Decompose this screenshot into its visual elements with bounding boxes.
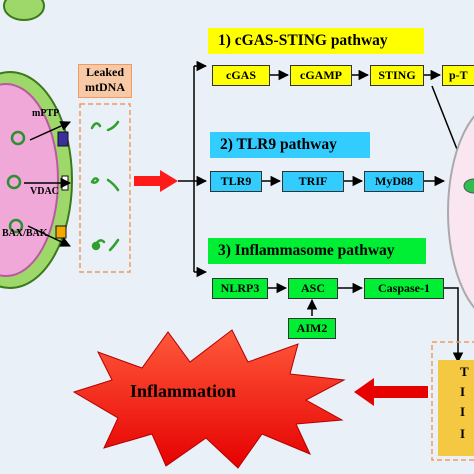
mitochondrion (0, 71, 73, 289)
inflammasome-step-nlrp3: NLRP3 (212, 278, 268, 299)
inflammasome-title: 3) Inflammasome pathway (208, 238, 426, 264)
mtdna-circle-3 (8, 218, 24, 234)
cytokine-4: I (460, 426, 466, 441)
cgas-step-cgamp: cGAMP (290, 65, 352, 86)
baxbak-arrow (27, 225, 71, 247)
inflammation-label: Inflammation (129, 381, 236, 401)
inflammasome-step-asc: ASC (288, 278, 338, 299)
cytokine-box (431, 341, 474, 461)
cell-fragment (3, 0, 45, 21)
tlr9-title: 2) TLR9 pathway (210, 132, 370, 158)
target-cell (447, 115, 474, 309)
mtdna-circle-2 (6, 174, 22, 190)
mptp-channel-icon (57, 131, 69, 147)
mtdna-circle-1 (10, 130, 26, 146)
baxbak-channel-icon (55, 225, 67, 239)
inflammation-burst (72, 329, 346, 469)
cgas-step-pt: p-T (442, 65, 474, 86)
inflammasome-aim2: AIM2 (288, 318, 336, 339)
mptp-label: mPTP (32, 108, 60, 119)
tlr9-step-myd88: MyD88 (364, 171, 424, 192)
leaked-mtdna-box (79, 103, 131, 273)
inflammasome-step-caspase1: Caspase-1 (364, 278, 444, 299)
leak-to-pathways-arrow (134, 170, 178, 192)
leaked-mtdna-line1: Leaked (85, 65, 124, 79)
baxbak-label: BAX/BAK (2, 228, 48, 239)
cytokine-3: I (460, 404, 466, 419)
vdac-label: VDAC (30, 186, 59, 197)
cgas-step-cgas: cGAS (212, 65, 270, 86)
cytokine-1: T (460, 364, 469, 379)
leaked-mtdna-line2: mtDNA (85, 80, 125, 94)
leaked-mtdna-label: Leaked mtDNA (78, 64, 132, 98)
cgas-step-sting: STING (370, 65, 424, 86)
mtdna-fragments (90, 120, 120, 252)
tlr9-step-trif: TRIF (282, 171, 344, 192)
cgas-sting-title: 1) cGAS-STING pathway (208, 28, 424, 54)
cytokines-to-inflammation-arrow (354, 378, 428, 406)
tlr9-step-tlr9: TLR9 (210, 171, 262, 192)
pathway-branch-lines (178, 66, 195, 272)
mptp-arrow (29, 121, 71, 141)
cytokine-2: I (460, 384, 466, 399)
